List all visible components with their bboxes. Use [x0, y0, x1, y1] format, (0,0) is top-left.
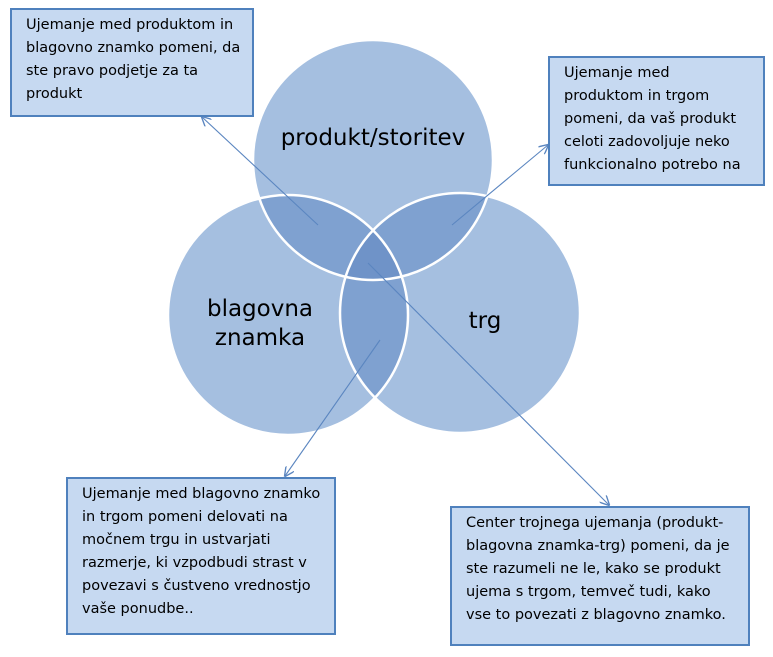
- arrow-to-bottom-right-note: [367, 262, 609, 505]
- arrow-to-bottom-left-note: [285, 339, 381, 476]
- overlap-produkt-znamka: [253, 195, 408, 280]
- outline-right: [338, 191, 582, 435]
- label-blagovna-line1: blagovna: [207, 296, 313, 322]
- arrow-to-top-right-note: [451, 145, 548, 226]
- note-produkt-trg: Ujemanje med produktom in trgom pomeni, …: [548, 56, 765, 186]
- arrow-to-top-left-note: [202, 117, 319, 226]
- label-blagovna-line2: znamka: [215, 325, 305, 351]
- label-produkt-storitev: produkt/storitev: [281, 125, 466, 151]
- note-center: Center trojnega ujemanja (produkt-blagov…: [450, 506, 750, 646]
- overlap-produkt-trg: [340, 193, 493, 280]
- note-produkt-znamka: Ujemanje med produktom in blagovno znamk…: [10, 8, 254, 117]
- note-znamka-trg: Ujemanje med blagovno znamko in trgom po…: [66, 477, 336, 635]
- label-trg: trg: [469, 308, 502, 334]
- outline-top: [251, 38, 495, 282]
- outline-left: [166, 193, 410, 437]
